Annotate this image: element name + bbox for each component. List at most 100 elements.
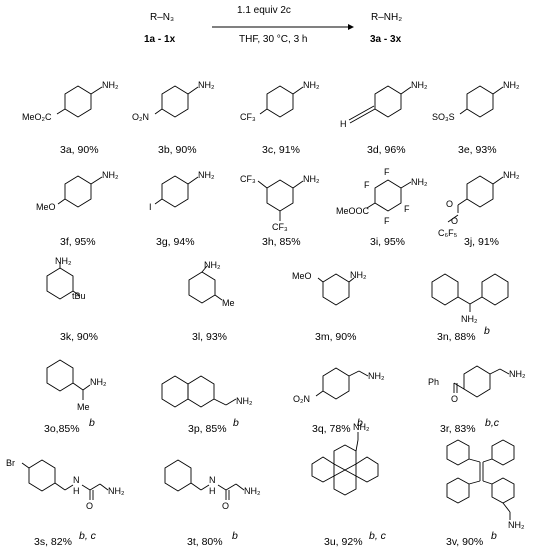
structure-3m: NH₂ MeO	[292, 270, 367, 306]
amine-group: NH₂	[198, 80, 215, 90]
compound-label: 3b, 90%	[158, 144, 197, 156]
footnote-marker: b	[357, 417, 363, 429]
tert-butyl-group: tBu	[72, 291, 86, 301]
fluoro-group: F	[364, 180, 370, 190]
footnote-marker: b, c	[369, 530, 387, 542]
amine-group: NH₂	[198, 170, 215, 180]
structure-3u: NH₂	[311, 422, 379, 496]
amine-group: NH₂	[411, 80, 428, 90]
compound-label: 3h, 85%	[262, 236, 301, 248]
naphthalene-ring-b	[187, 375, 215, 408]
trifluoromethyl-group: CF₃	[272, 222, 288, 232]
amine-group: NH₂	[102, 170, 119, 180]
compound-label: 3p, 85%	[188, 423, 227, 435]
footnote-marker: b	[484, 325, 490, 337]
amide-nitrogen: N	[209, 475, 216, 485]
carbonyl-oxygen: O	[222, 501, 229, 511]
benzene-ring	[463, 365, 491, 398]
compound-label: 3s, 82%	[34, 536, 72, 548]
phenyl-ring	[491, 439, 515, 466]
product-id: 3a - 3x	[370, 34, 402, 45]
amine-group: NH₂	[503, 170, 520, 180]
phenyl-ring	[446, 477, 470, 504]
ester-group: MeO₂C	[22, 112, 52, 122]
amide-nitrogen: N	[73, 475, 80, 485]
compound-label: 3k, 90%	[60, 331, 98, 343]
compound-label: 3e, 93%	[458, 144, 497, 156]
compound-label: 3l, 93%	[192, 331, 227, 343]
phenyl-group: Ph	[428, 377, 439, 387]
amide-hydrogen: H	[209, 486, 216, 496]
compound-label: 3r, 83%	[440, 423, 476, 435]
methyl-group: Me	[222, 298, 235, 308]
sulfonyl-group: SO₃S	[432, 112, 455, 122]
compound-label: 3n, 88%	[437, 331, 476, 343]
structure-3j: NH₂ O O C₆F₅	[438, 170, 520, 238]
structure-3t: N H O NH₂	[164, 459, 261, 511]
reactant-formula: R–N₃	[150, 12, 174, 23]
footnote-marker: b	[491, 530, 497, 542]
footnote-marker: b,c	[485, 417, 500, 429]
structures-row-2: NH₂ MeO NH₂ I NH₂ CF₃ CF₃ NH₂ F F F	[36, 167, 520, 238]
benzene-ring	[64, 175, 92, 208]
structure-3a: NH₂ MeO₂C	[22, 80, 119, 122]
structure-3r: NH₂ O Ph	[428, 365, 526, 404]
amine-group: NH₂	[353, 422, 370, 432]
footnote-marker: b	[89, 417, 95, 429]
structure-3g: NH₂ I	[149, 170, 215, 212]
structure-3b: NH₂ O₂N	[132, 80, 215, 122]
structure-3k: NH₂ tBu	[46, 256, 86, 301]
arrow-head	[348, 24, 354, 30]
structure-3n: NH₂	[431, 273, 509, 324]
structure-3e: NH₂ SO₃S	[432, 80, 520, 122]
amine-group: NH₂	[108, 486, 125, 496]
pyrene-ring-d	[355, 456, 379, 483]
reactant-id: 1a - 1x	[144, 34, 176, 45]
benzene-ring	[46, 359, 74, 392]
pyrene-ring-c	[311, 456, 335, 483]
reaction-header: R–N₃ 1a - 1x 1.1 equiv 2c THF, 30 °C, 3 …	[144, 5, 402, 45]
structure-3s: Br N H O NH₂	[6, 458, 125, 511]
compound-label: 3u, 92%	[324, 536, 363, 548]
benzene-ring	[466, 175, 494, 208]
compound-label: 3j, 91%	[464, 236, 499, 248]
fluoro-group: F	[404, 204, 410, 214]
methyl-group: Me	[77, 402, 90, 412]
labels-row-1: 3a, 90% 3b, 90% 3c, 91% 3d, 96% 3e, 93%	[60, 144, 497, 156]
structures-row-3: NH₂ tBu NH₂ Me NH₂ MeO NH₂	[46, 256, 509, 324]
structure-3c: NH₂ CF₃	[240, 80, 320, 122]
benzene-ring	[481, 273, 509, 306]
amine-group: NH₂	[303, 80, 320, 90]
structure-3o: Me NH₂	[46, 359, 107, 412]
bromo-group: Br	[6, 458, 15, 468]
benzene-ring	[431, 273, 459, 306]
benzene-ring	[188, 271, 216, 304]
benzene-ring	[322, 367, 350, 400]
iodo-group: I	[149, 202, 152, 212]
amine-group: NH₂	[461, 314, 478, 324]
labels-row-2: 3f, 95% 3g, 94% 3h, 85% 3i, 95% 3j, 91%	[60, 236, 499, 248]
benzene-ring	[466, 85, 494, 118]
footnote-marker: b	[233, 417, 239, 429]
amine-group: NH₂	[204, 260, 221, 270]
structure-3p: NH₂	[161, 375, 253, 408]
structure-3f: NH₂ MeO	[36, 170, 119, 212]
structure-3d: NH₂ H	[340, 80, 428, 129]
nitro-group: O₂N	[132, 112, 149, 122]
compound-label: 3q, 78%	[312, 423, 351, 435]
conditions-label: THF, 30 °C, 3 h	[239, 34, 307, 45]
ester-oxygen: O	[451, 216, 458, 226]
benzene-ring	[46, 267, 74, 300]
carbonyl-oxygen: O	[451, 394, 458, 404]
labels-row-3: 3k, 90% 3l, 93% 3m, 90% 3n, 88% b	[60, 325, 490, 343]
benzene-ring	[374, 85, 402, 118]
benzene-ring	[28, 459, 56, 492]
carbonyl-oxygen: O	[86, 501, 93, 511]
benzene-ring	[266, 179, 294, 212]
benzene-ring	[322, 273, 350, 306]
amine-group: NH₂	[508, 520, 525, 530]
methoxy-group: MeO	[36, 202, 56, 212]
benzene-ring	[64, 85, 92, 118]
compound-label: 3i, 95%	[370, 236, 405, 248]
ester-group: MeOOC	[336, 206, 370, 216]
